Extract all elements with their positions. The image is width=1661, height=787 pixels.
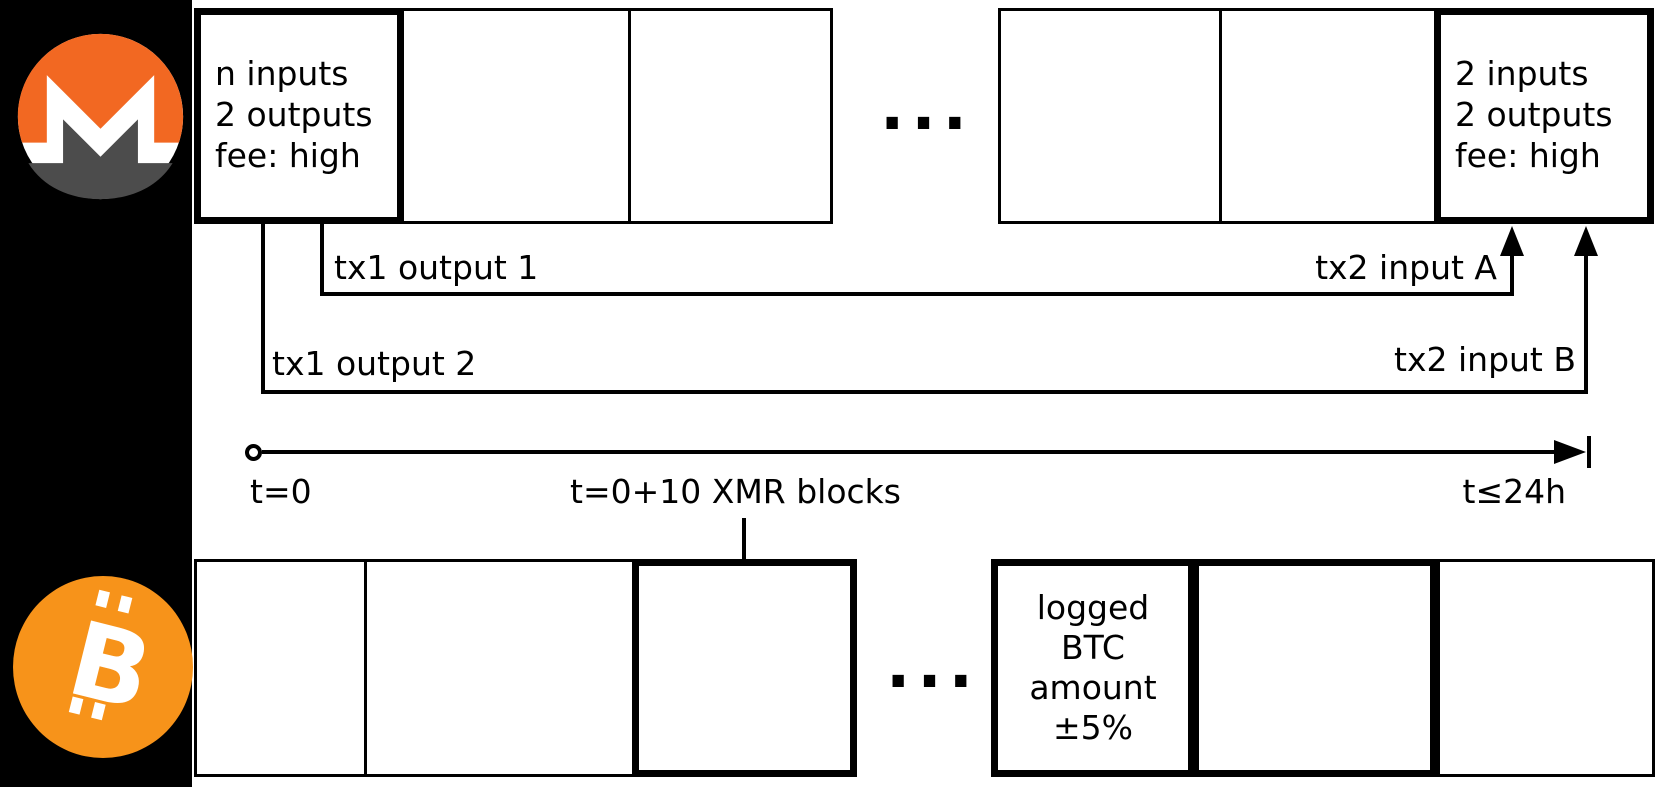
btc-block-6	[1437, 559, 1655, 777]
xmr-block-4	[998, 8, 1222, 224]
timeline-line	[262, 450, 1560, 454]
xmr-block-5	[1219, 8, 1439, 224]
xmr-block-2	[401, 8, 631, 224]
btc-block-logged: logged BTC amount ±5%	[991, 559, 1195, 777]
inputA-arrowhead-icon	[1500, 226, 1524, 256]
timeline-arrowhead-icon	[1554, 440, 1586, 464]
tx1-output1-drop-line	[320, 224, 324, 296]
timeline-t0-label: t=0	[250, 472, 312, 511]
btc-block-5	[1192, 559, 1437, 777]
inputA-rise-line	[1510, 252, 1514, 296]
tx1-line-fee: fee: high	[215, 136, 361, 175]
tx1-line-outputs: 2 outputs	[215, 95, 373, 134]
output2-to-inputB-line	[261, 390, 1588, 394]
t10-pointer-line	[742, 518, 746, 560]
btc-block-t10	[632, 559, 857, 777]
monero-logo-icon	[17, 33, 184, 200]
logged-line-4: ±5%	[1052, 708, 1133, 747]
tx2-line-outputs: 2 outputs	[1455, 95, 1613, 134]
xmr-block-tx1: n inputs 2 outputs fee: high	[194, 8, 404, 224]
xmr-block-3	[628, 8, 833, 224]
btc-block-2	[364, 559, 638, 777]
btc-ellipsis: ...	[886, 629, 980, 703]
tx1-output2-drop-line	[261, 224, 265, 394]
timeline-t10-label: t=0+10 XMR blocks	[570, 472, 901, 511]
bitcoin-logo-icon: B	[10, 575, 196, 759]
tx1-output2-label: tx1 output 2	[272, 344, 477, 383]
timeline-end-tick	[1587, 436, 1591, 468]
logged-line-2: BTC	[1061, 628, 1125, 667]
tx2-inputA-label: tx2 input A	[1315, 248, 1497, 287]
btc-block-1	[194, 559, 367, 777]
output1-to-inputA-line	[320, 292, 1514, 296]
logged-line-3: amount	[1029, 668, 1157, 707]
timeline-start-circle	[245, 444, 262, 461]
tx1-line-inputs: n inputs	[215, 54, 349, 93]
tx2-line-fee: fee: high	[1455, 136, 1601, 175]
tx2-line-inputs: 2 inputs	[1455, 54, 1589, 93]
inputB-arrowhead-icon	[1574, 226, 1598, 256]
tx2-inputB-label: tx2 input B	[1394, 340, 1576, 379]
xmr-block-tx2: 2 inputs 2 outputs fee: high	[1434, 8, 1654, 224]
xmr-ellipsis: ...	[880, 71, 974, 145]
timeline-t24-label: t≤24h	[1462, 472, 1567, 511]
inputB-rise-line	[1584, 252, 1588, 394]
logged-line-1: logged	[1036, 588, 1150, 627]
tx1-output1-label: tx1 output 1	[334, 248, 539, 287]
